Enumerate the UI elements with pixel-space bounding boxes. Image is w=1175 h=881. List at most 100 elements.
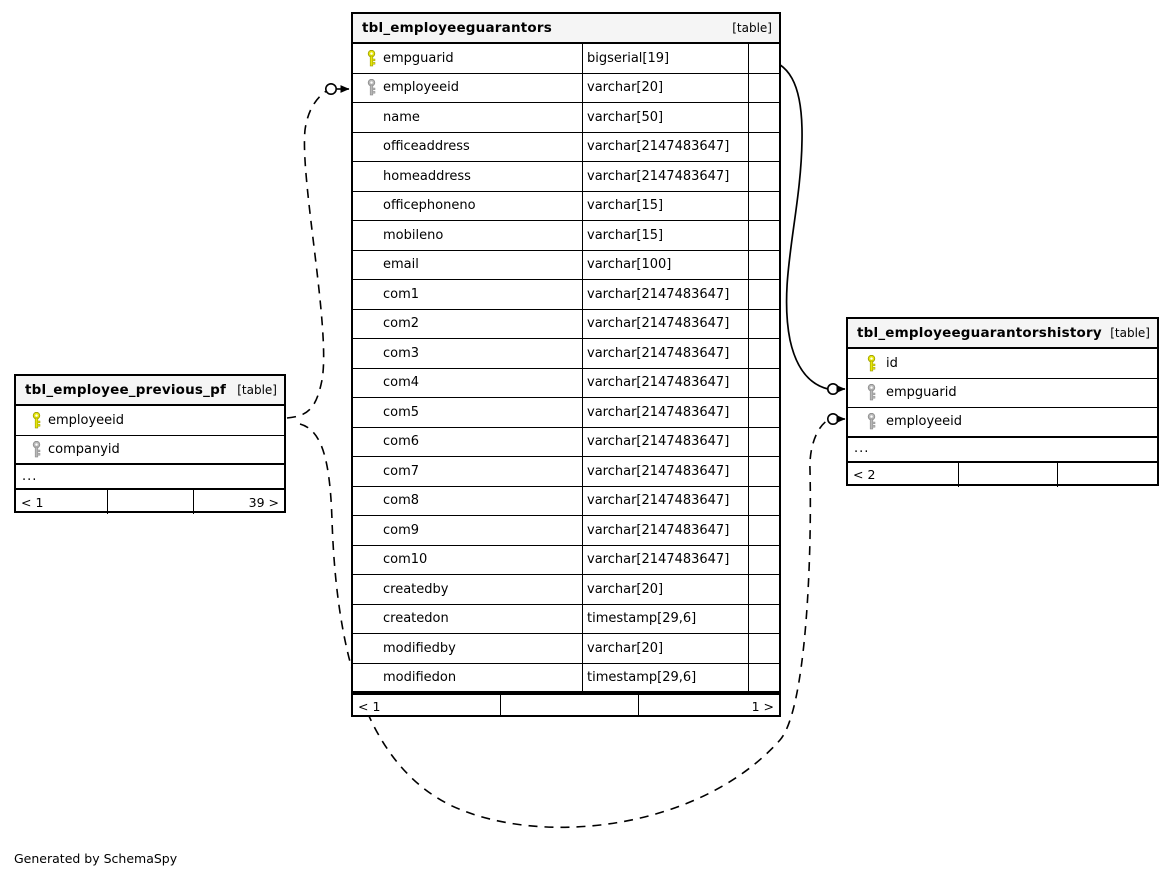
column-type-cell: varchar[2147483647] xyxy=(583,516,749,545)
table-row[interactable]: com8 varchar[2147483647] xyxy=(353,486,779,516)
column-name: createdby xyxy=(383,581,449,597)
column-type-cell: varchar[20] xyxy=(583,73,749,102)
column-spacer-cell xyxy=(749,74,779,103)
table-row[interactable]: id xyxy=(848,349,1157,379)
column-type-cell: varchar[2147483647] xyxy=(583,339,749,368)
table-row[interactable]: employeeid varchar[20] xyxy=(353,73,779,103)
column-name: com2 xyxy=(383,316,420,332)
column-type: varchar[15] xyxy=(587,227,664,243)
footer-child-count[interactable] xyxy=(1058,463,1157,487)
footer-parent-count[interactable]: < 2 xyxy=(848,462,959,487)
column-name-cell: modifiedby xyxy=(353,634,583,663)
table-row[interactable]: com9 varchar[2147483647] xyxy=(353,516,779,546)
table-row[interactable]: mobileno varchar[15] xyxy=(353,221,779,251)
column-name-cell: homeaddress xyxy=(353,162,583,191)
table-row[interactable]: employeeid xyxy=(848,408,1157,438)
table-row[interactable]: com3 varchar[2147483647] xyxy=(353,339,779,369)
column-type-cell: bigserial[19] xyxy=(583,44,749,73)
table-row[interactable]: companyid xyxy=(16,436,284,465)
table-row[interactable]: createdby varchar[20] xyxy=(353,575,779,605)
footer-parent-count[interactable]: < 1 xyxy=(16,490,108,514)
column-name: com7 xyxy=(383,463,420,479)
more-columns-indicator: ... xyxy=(848,438,1157,463)
footer-child-count[interactable]: 1 > xyxy=(751,698,774,714)
column-name: companyid xyxy=(48,441,120,457)
column-name: homeaddress xyxy=(383,168,471,184)
column-type-cell: varchar[2147483647] xyxy=(583,280,749,309)
column-list: empguarid bigserial[19] xyxy=(353,44,779,693)
column-name-cell: employeeid xyxy=(16,406,284,435)
table-row[interactable]: empguarid bigserial[19] xyxy=(353,44,779,74)
table-row[interactable]: email varchar[100] xyxy=(353,250,779,280)
column-spacer-cell xyxy=(749,605,779,634)
column-name-cell: employeeid xyxy=(848,408,1157,436)
column-name: createdon xyxy=(383,611,449,627)
column-name: com4 xyxy=(383,375,420,391)
table-row[interactable]: com4 varchar[2147483647] xyxy=(353,368,779,398)
column-spacer-cell xyxy=(749,339,779,368)
column-name-cell: email xyxy=(353,250,583,279)
table-footer: < 2 xyxy=(848,462,1157,487)
table-row[interactable]: homeaddress varchar[2147483647] xyxy=(353,162,779,192)
column-name: empguarid xyxy=(886,385,957,401)
column-spacer-cell xyxy=(749,103,779,132)
table-row[interactable]: employeeid xyxy=(16,406,284,436)
table-row[interactable]: com7 varchar[2147483647] xyxy=(353,457,779,487)
table-row[interactable]: com5 varchar[2147483647] xyxy=(353,398,779,428)
column-type-cell: varchar[2147483647] xyxy=(583,545,749,574)
column-spacer-cell xyxy=(749,634,779,663)
column-type-cell: varchar[100] xyxy=(583,250,749,279)
footer-child-count[interactable]: 39 > xyxy=(248,494,279,510)
table-tbl-employeeguarantorshistory[interactable]: tbl_employeeguarantorshistory [table] xyxy=(846,317,1159,487)
column-type: bigserial[19] xyxy=(587,50,670,66)
primary-key-icon xyxy=(359,49,383,67)
column-type: varchar[2147483647] xyxy=(587,375,730,391)
column-type: varchar[2147483647] xyxy=(587,463,730,479)
column-type-cell: timestamp[29,6] xyxy=(583,663,749,691)
table-row[interactable]: modifiedon timestamp[29,6] xyxy=(353,663,779,693)
column-name: id xyxy=(886,355,898,371)
table-row[interactable]: com10 varchar[2147483647] xyxy=(353,545,779,575)
column-spacer-cell xyxy=(749,310,779,339)
column-name-cell: com3 xyxy=(353,339,583,368)
column-type-cell: varchar[2147483647] xyxy=(583,309,749,338)
table-header: tbl_employeeguarantors [table] xyxy=(353,14,779,44)
foreign-key-icon xyxy=(359,79,383,96)
table-row[interactable]: com1 varchar[2147483647] xyxy=(353,280,779,310)
table-row[interactable]: com2 varchar[2147483647] xyxy=(353,309,779,339)
table-tbl-employeeguarantors[interactable]: tbl_employeeguarantors [table] xyxy=(351,12,781,717)
column-type: varchar[2147483647] xyxy=(587,522,730,538)
column-name: employeeid xyxy=(48,412,125,428)
column-spacer-cell xyxy=(749,221,779,250)
column-type: varchar[20] xyxy=(587,80,664,96)
column-name: com1 xyxy=(383,286,420,302)
table-type-tag: [table] xyxy=(732,21,772,35)
column-name: officephoneno xyxy=(383,198,476,214)
table-header: tbl_employeeguarantorshistory [table] xyxy=(848,319,1157,349)
column-type: varchar[2147483647] xyxy=(587,139,730,155)
footer-parent-count[interactable]: < 1 xyxy=(353,695,501,717)
table-row[interactable]: com6 varchar[2147483647] xyxy=(353,427,779,457)
column-type: varchar[2147483647] xyxy=(587,493,730,509)
table-footer: < 1 1 > xyxy=(353,693,779,717)
column-spacer-cell xyxy=(749,398,779,427)
column-name-cell: com10 xyxy=(353,545,583,574)
column-name: com3 xyxy=(383,345,420,361)
column-name-cell: com2 xyxy=(353,309,583,338)
column-type: varchar[2147483647] xyxy=(587,345,730,361)
column-type: varchar[50] xyxy=(587,109,664,125)
table-row[interactable]: officephoneno varchar[15] xyxy=(353,191,779,221)
column-name-cell: id xyxy=(848,349,1157,378)
primary-key-icon xyxy=(856,354,886,372)
table-row[interactable]: name varchar[50] xyxy=(353,103,779,133)
table-row[interactable]: officeaddress varchar[2147483647] xyxy=(353,132,779,162)
column-spacer-cell xyxy=(749,546,779,575)
table-tbl-employee-previous-pf[interactable]: tbl_employee_previous_pf [table] e xyxy=(14,374,286,514)
ellipsis-label: ... xyxy=(22,468,38,484)
table-row[interactable]: modifiedby varchar[20] xyxy=(353,634,779,664)
table-row[interactable]: createdon timestamp[29,6] xyxy=(353,604,779,634)
table-row[interactable]: empguarid xyxy=(848,379,1157,408)
column-name-cell: createdby xyxy=(353,575,583,604)
column-spacer-cell xyxy=(749,457,779,486)
